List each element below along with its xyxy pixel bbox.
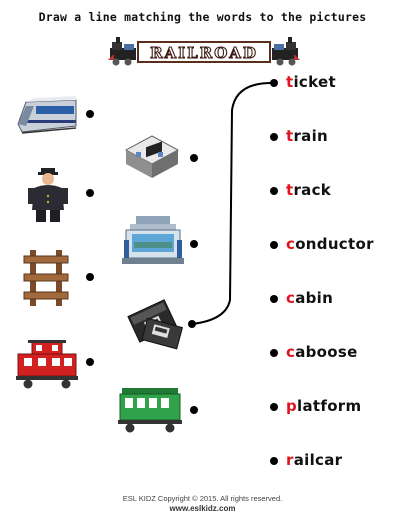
track-dot[interactable] [86, 273, 94, 281]
caboose-dot[interactable] [86, 358, 94, 366]
word-caboose: caboose [286, 343, 358, 361]
word-conductor: conductor [286, 235, 374, 253]
word-cabin: cabin [286, 289, 334, 307]
banner-text: RAILROAD [150, 44, 258, 62]
train-dot[interactable] [86, 110, 94, 118]
footer-copyright: ESL KIDZ Copyright © 2015. All rights re… [122, 494, 283, 503]
word-ticket: ticket [286, 73, 336, 91]
ticket-icon [127, 299, 184, 350]
railcar-dot[interactable] [190, 406, 198, 414]
word-dot-platform[interactable] [270, 403, 278, 411]
word-dot-ticket[interactable] [270, 79, 278, 87]
railcar-icon [118, 388, 182, 433]
left-locomotive-icon [108, 37, 136, 66]
word-dot-caboose[interactable] [270, 349, 278, 357]
train-icon [17, 96, 77, 134]
word-track: track [286, 181, 332, 199]
track-icon [23, 250, 69, 306]
platform-icon [122, 216, 184, 264]
cabin-dot[interactable] [190, 154, 198, 162]
conductor-dot[interactable] [86, 189, 94, 197]
word-dot-track[interactable] [270, 187, 278, 195]
word-dot-railcar[interactable] [270, 457, 278, 465]
word-dot-train[interactable] [270, 133, 278, 141]
worksheet-title: Draw a line matching the words to the pi… [38, 10, 367, 24]
word-platform: platform [286, 397, 362, 415]
right-locomotive-icon [272, 37, 300, 66]
footer: ESL KIDZ Copyright © 2015. All rights re… [0, 494, 405, 514]
cabin-icon [124, 135, 180, 178]
word-train: train [286, 127, 329, 145]
conductor-icon [28, 168, 68, 222]
railroad-banner: RAILROAD [108, 37, 300, 66]
word-railcar: railcar [286, 451, 343, 469]
word-dot-conductor[interactable] [270, 241, 278, 249]
word-dot-cabin[interactable] [270, 295, 278, 303]
ticket-dot[interactable] [188, 320, 196, 328]
caboose-icon [16, 340, 78, 389]
platform-dot[interactable] [190, 240, 198, 248]
footer-website: www.eslkidz.com [169, 504, 236, 513]
